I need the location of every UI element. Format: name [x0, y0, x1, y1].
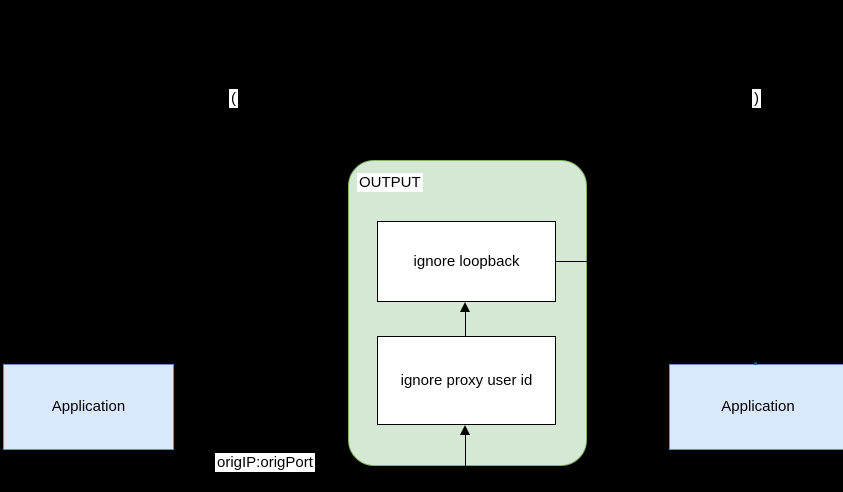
node-ignore-loopback-label: ignore loopback [413, 252, 520, 270]
edge-label-orig-endpoint: origIP:origPort [215, 453, 315, 473]
edge-proxy-to-loopback-line [465, 311, 466, 336]
edge-label-close-paren: ) [752, 89, 761, 109]
connector-nub-icon [754, 362, 757, 365]
node-ignore-proxy-user-id[interactable]: ignore proxy user id [377, 336, 556, 425]
edge-inbound-to-proxy-line [465, 434, 466, 492]
node-ignore-proxy-user-id-label: ignore proxy user id [400, 371, 533, 389]
edge-loopback-to-right [556, 261, 588, 262]
edge-proxy-to-loopback-arrowhead [460, 302, 470, 312]
edge-inbound-to-proxy-arrowhead [460, 425, 470, 435]
node-ignore-loopback[interactable]: ignore loopback [377, 221, 556, 302]
node-application-left-label: Application [51, 398, 126, 415]
edge-label-open-paren: ( [229, 89, 238, 109]
node-application-right-label: Application [721, 398, 795, 415]
output-group-label: OUTPUT [357, 173, 423, 193]
node-application-right[interactable]: Application [669, 364, 843, 450]
node-application-left[interactable]: Application [3, 364, 174, 450]
